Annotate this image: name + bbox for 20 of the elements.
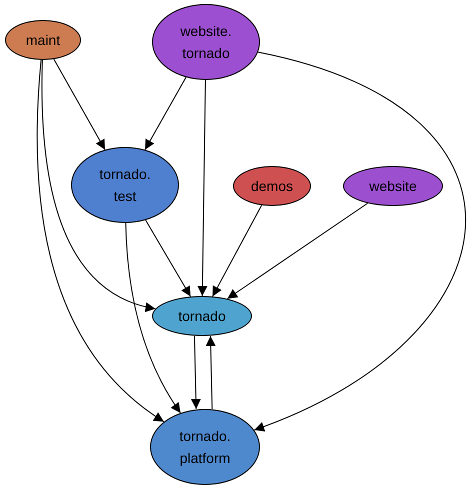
node-label: website. tornado [179,22,233,63]
node-label: demos [250,177,294,196]
arrow [254,52,466,431]
arrow [226,202,368,300]
node-label: maint [24,31,62,50]
arrow [36,59,164,422]
arrow [212,204,262,297]
node-label: website [368,177,418,196]
arrow [125,222,182,414]
arrow [42,60,156,312]
arrow [145,220,192,298]
module-ellipse [152,296,252,336]
node-label: tornado. platform [178,427,232,468]
arrow [206,336,216,410]
node-label: tornado [177,307,227,326]
arrow [197,80,208,296]
arrow [144,76,186,150]
arrow [53,58,106,150]
arrow [190,336,201,410]
node-label: tornado. test [98,165,152,206]
